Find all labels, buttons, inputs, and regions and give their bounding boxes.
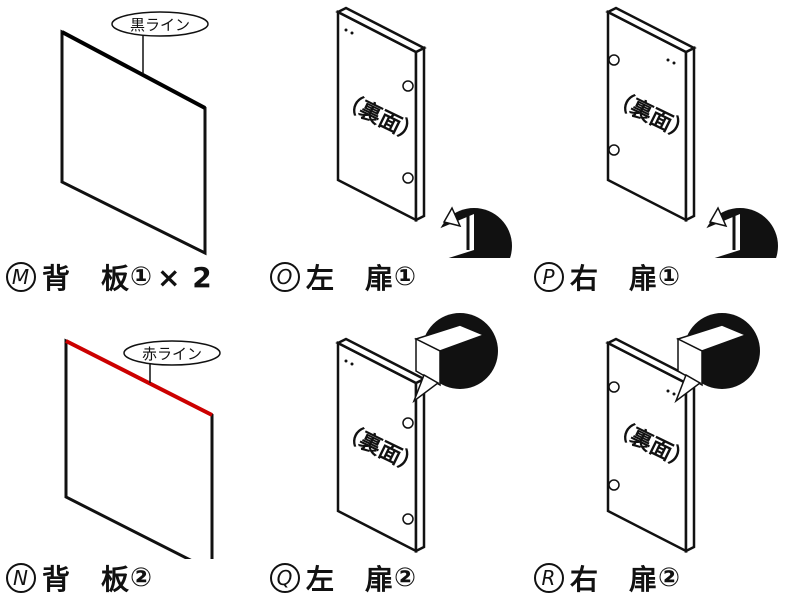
- hinge-icon: [402, 417, 414, 525]
- part-q-left-door: （裏面） Q 左 扉 ②: [264, 301, 528, 602]
- back-panel-drawing-m: 黒ライン: [60, 11, 209, 256]
- line-label: 黒ライン: [130, 16, 190, 34]
- part-letter-n: N: [6, 563, 36, 593]
- part-name-n-b: 板: [101, 563, 131, 596]
- hinge-icon: [402, 80, 414, 184]
- part-p-right-door: （裏面） P 右 扉 ①: [528, 0, 792, 301]
- part-name-m-b: 板: [101, 262, 131, 295]
- detail-callout-step: [412, 313, 498, 404]
- part-letter-o: O: [270, 262, 300, 292]
- part-r-caption: R 右 扉 ②: [534, 558, 681, 598]
- line-label-bubble: [111, 11, 209, 37]
- hinge-icon: [608, 381, 620, 491]
- line-label: 赤ライン: [142, 345, 202, 363]
- door-drawing-q: （裏面）: [335, 313, 498, 554]
- part-name-q-a: 左: [306, 563, 336, 596]
- edge-line-m: [61, 30, 206, 110]
- part-m-caption: M 背 板 ① × 2: [6, 257, 213, 297]
- part-name-p-a: 右: [570, 262, 600, 295]
- part-mark-q: ②: [394, 563, 418, 593]
- part-p-caption: P 右 扉 ①: [534, 257, 681, 297]
- detail-callout-groove: [702, 206, 778, 258]
- part-mark-m: ①: [130, 262, 154, 292]
- door-drawing-p: （裏面）: [605, 6, 778, 258]
- part-mark-o: ①: [394, 262, 418, 292]
- part-name-p-b: 扉: [629, 262, 659, 295]
- part-name-m-a: 背: [42, 262, 72, 295]
- part-qty-m: × 2: [157, 260, 213, 294]
- part-letter-r: R: [534, 563, 564, 593]
- detail-callout-step: [674, 313, 760, 404]
- part-name-o-b: 扉: [365, 262, 395, 295]
- part-r-right-door: （裏面） R 右 扉 ②: [528, 301, 792, 602]
- part-name-n-a: 背: [42, 563, 72, 596]
- door-drawing-r: （裏面）: [605, 313, 760, 554]
- part-n-caption: N 背 板 ②: [6, 558, 153, 598]
- door-top: [605, 6, 697, 54]
- back-panel-face: [60, 29, 207, 256]
- back-panel-face: [64, 338, 214, 559]
- part-name-q-b: 扉: [365, 563, 395, 596]
- back-panel-drawing-n: 赤ライン: [64, 338, 221, 559]
- door-drawing-o: （裏面）: [335, 6, 512, 258]
- part-letter-p: P: [534, 262, 564, 292]
- door-top: [335, 6, 427, 54]
- part-mark-p: ①: [658, 262, 682, 292]
- part-mark-n: ②: [130, 563, 154, 593]
- detail-callout-groove: [436, 206, 512, 258]
- part-name-r-b: 扉: [629, 563, 659, 596]
- part-q-caption: Q 左 扉 ②: [270, 558, 417, 598]
- part-m-back-panel: 黒ライン M 背 板 ① × 2: [0, 0, 264, 301]
- part-name-o-a: 左: [306, 262, 336, 295]
- part-o-caption: O 左 扉 ①: [270, 257, 417, 297]
- part-n-back-panel: 赤ライン N 背 板 ②: [0, 301, 264, 602]
- part-letter-m: M: [6, 262, 36, 292]
- hinge-icon: [608, 54, 620, 156]
- edge-line-n: [65, 339, 213, 417]
- part-mark-r: ②: [658, 563, 682, 593]
- part-o-left-door: （裏面） O 左 扉 ①: [264, 0, 528, 301]
- line-label-bubble: [123, 340, 221, 366]
- part-letter-q: Q: [270, 563, 300, 593]
- part-name-r-a: 右: [570, 563, 600, 596]
